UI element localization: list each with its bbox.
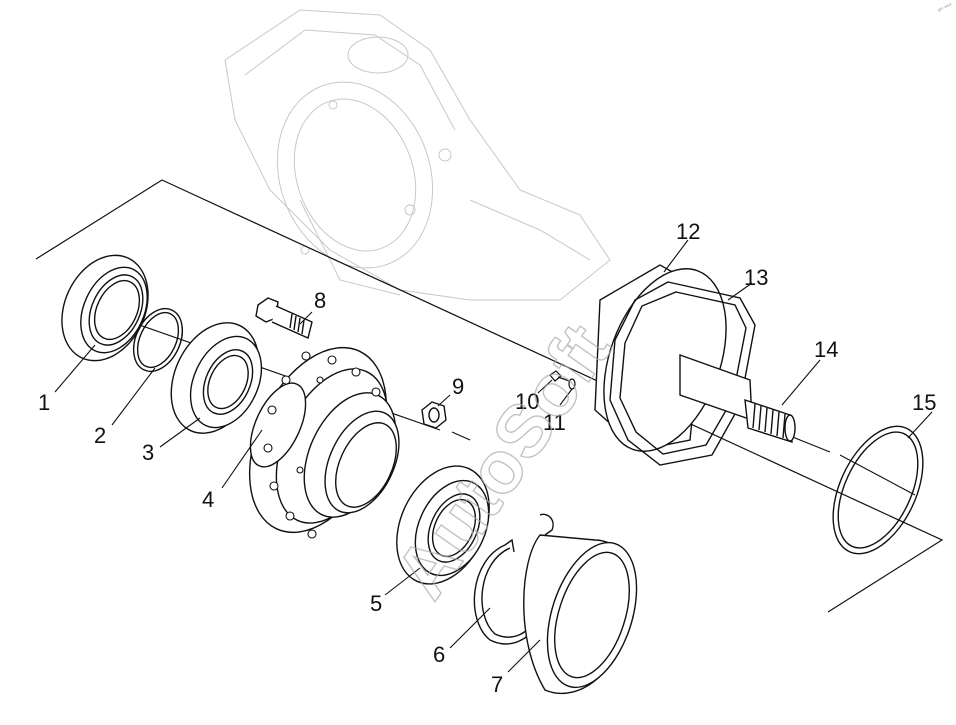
callout-6: 6 xyxy=(433,642,445,667)
callout-9: 9 xyxy=(452,374,464,399)
callout-15: 15 xyxy=(912,390,936,415)
part-4-wheel-hub xyxy=(248,346,400,534)
callout-7: 7 xyxy=(491,672,503,697)
part-9-nut xyxy=(421,401,447,429)
part-1-oil-seal xyxy=(61,254,149,362)
leader-lines xyxy=(54,239,933,673)
callout-13: 13 xyxy=(744,265,768,290)
part-13-gasket xyxy=(609,281,756,466)
callout-2: 2 xyxy=(94,423,106,448)
callout-5: 5 xyxy=(370,591,382,616)
part-14-sun-shaft xyxy=(679,354,796,443)
part-2-snap-ring xyxy=(132,307,184,373)
part-4-hub-bolt-holes xyxy=(263,351,381,539)
callout-8: 8 xyxy=(314,288,326,313)
callout-10: 10 xyxy=(515,389,539,414)
callout-labels: 1 2 3 4 5 6 7 8 9 10 11 12 13 14 15 xyxy=(38,219,936,697)
part-15-o-ring xyxy=(832,425,924,555)
part-7-ring-gear xyxy=(523,513,638,695)
callout-12: 12 xyxy=(676,219,700,244)
axle-housing-ghost xyxy=(224,9,611,301)
callout-1: 1 xyxy=(38,390,50,415)
corner-mark: ᵍᵐ ʷᵉᵈ xyxy=(937,2,953,15)
callout-3: 3 xyxy=(142,440,154,465)
part-8-wheel-bolt xyxy=(255,297,313,339)
part-3-bearing xyxy=(170,322,263,434)
callout-4: 4 xyxy=(202,487,214,512)
assembly-frame xyxy=(35,179,944,613)
part-5-bearing xyxy=(396,465,490,585)
callout-14: 14 xyxy=(814,337,838,362)
callout-11: 11 xyxy=(543,410,566,435)
